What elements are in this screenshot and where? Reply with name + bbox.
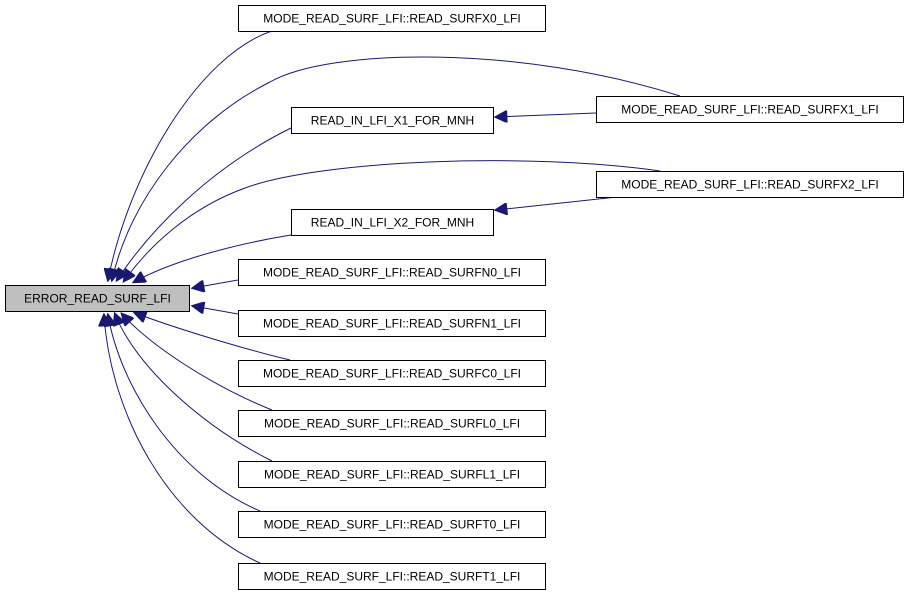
edge-n0-to-root bbox=[193, 279, 239, 288]
node-box bbox=[5, 285, 190, 312]
node-label: MODE_READ_SURF_LFI::READ_SURFX1_LFI bbox=[621, 103, 878, 117]
node-label: MODE_READ_SURF_LFI::READ_SURFL1_LFI bbox=[264, 468, 520, 482]
node-label: MODE_READ_SURF_LFI::READ_SURFX2_LFI bbox=[621, 178, 878, 192]
node-box bbox=[238, 5, 546, 32]
node-label: READ_IN_LFI_X2_FOR_MNH bbox=[311, 216, 474, 230]
edge-l1-to-root bbox=[115, 314, 273, 462]
node-label: MODE_READ_SURF_LFI::READ_SURFX0_LFI bbox=[263, 12, 520, 26]
edge-x2-to-rx2 bbox=[496, 196, 618, 210]
node-l1[interactable]: MODE_READ_SURF_LFI::READ_SURFL1_LFI bbox=[238, 461, 546, 488]
edge-arrow bbox=[112, 56, 681, 280]
edge-arrow bbox=[496, 113, 597, 117]
edge-x0-to-root bbox=[108, 30, 273, 280]
node-x0[interactable]: MODE_READ_SURF_LFI::READ_SURFX0_LFI bbox=[238, 5, 546, 32]
edge-x2-to-root bbox=[124, 160, 661, 281]
edge-c0-to-root bbox=[135, 313, 291, 361]
node-label: READ_IN_LFI_X1_FOR_MNH bbox=[311, 114, 474, 128]
node-label: ERROR_READ_SURF_LFI bbox=[24, 292, 171, 306]
node-t1[interactable]: MODE_READ_SURF_LFI::READ_SURFT1_LFI bbox=[238, 563, 546, 590]
edge-arrow bbox=[124, 160, 661, 281]
node-label: MODE_READ_SURF_LFI::READ_SURFT0_LFI bbox=[264, 518, 521, 532]
edge-t0-to-root bbox=[108, 315, 261, 512]
node-c0[interactable]: MODE_READ_SURF_LFI::READ_SURFC0_LFI bbox=[238, 360, 546, 387]
node-box bbox=[238, 410, 546, 437]
node-box bbox=[596, 96, 904, 123]
node-box bbox=[238, 563, 546, 590]
edge-rx1-to-root bbox=[117, 127, 292, 280]
node-root: ERROR_READ_SURF_LFI bbox=[5, 285, 190, 312]
node-label: MODE_READ_SURF_LFI::READ_SURFL0_LFI bbox=[264, 417, 520, 431]
edge-arrow bbox=[115, 314, 273, 462]
edge-arrow bbox=[108, 30, 273, 280]
edge-arrow bbox=[117, 127, 292, 280]
node-box bbox=[238, 310, 546, 337]
edge-arrow bbox=[104, 315, 261, 564]
node-n0[interactable]: MODE_READ_SURF_LFI::READ_SURFN0_LFI bbox=[238, 259, 546, 286]
edge-arrow bbox=[193, 279, 239, 288]
edge-arrow bbox=[108, 315, 261, 512]
edge-arrow bbox=[496, 196, 618, 210]
edge-x1-to-root bbox=[112, 56, 681, 280]
edges bbox=[104, 30, 681, 564]
node-label: MODE_READ_SURF_LFI::READ_SURFN1_LFI bbox=[263, 317, 521, 331]
node-box bbox=[291, 209, 494, 236]
edge-n1-to-root bbox=[193, 306, 239, 315]
node-t0[interactable]: MODE_READ_SURF_LFI::READ_SURFT0_LFI bbox=[238, 511, 546, 538]
node-x1[interactable]: MODE_READ_SURF_LFI::READ_SURFX1_LFI bbox=[596, 96, 904, 123]
nodes: ERROR_READ_SURF_LFIMODE_READ_SURF_LFI::R… bbox=[5, 5, 904, 590]
node-box bbox=[238, 511, 546, 538]
node-rx2[interactable]: READ_IN_LFI_X2_FOR_MNH bbox=[291, 209, 494, 236]
node-label: MODE_READ_SURF_LFI::READ_SURFC0_LFI bbox=[263, 367, 521, 381]
edge-t1-to-root bbox=[104, 315, 261, 564]
node-rx1[interactable]: READ_IN_LFI_X1_FOR_MNH bbox=[291, 107, 494, 134]
edge-arrow bbox=[135, 313, 291, 361]
edge-rx2-to-root bbox=[134, 234, 292, 282]
node-label: MODE_READ_SURF_LFI::READ_SURFT1_LFI bbox=[264, 570, 521, 584]
edge-x1-to-rx1 bbox=[496, 113, 597, 117]
node-l0[interactable]: MODE_READ_SURF_LFI::READ_SURFL0_LFI bbox=[238, 410, 546, 437]
node-box bbox=[596, 171, 904, 198]
node-box bbox=[291, 107, 494, 134]
node-x2[interactable]: MODE_READ_SURF_LFI::READ_SURFX2_LFI bbox=[596, 171, 904, 198]
edge-arrow bbox=[193, 306, 239, 315]
edge-arrow bbox=[122, 314, 273, 411]
node-box bbox=[238, 360, 546, 387]
node-box bbox=[238, 259, 546, 286]
node-n1[interactable]: MODE_READ_SURF_LFI::READ_SURFN1_LFI bbox=[238, 310, 546, 337]
node-box bbox=[238, 461, 546, 488]
edge-arrow bbox=[134, 234, 292, 282]
node-label: MODE_READ_SURF_LFI::READ_SURFN0_LFI bbox=[263, 266, 521, 280]
edge-l0-to-root bbox=[122, 314, 273, 411]
